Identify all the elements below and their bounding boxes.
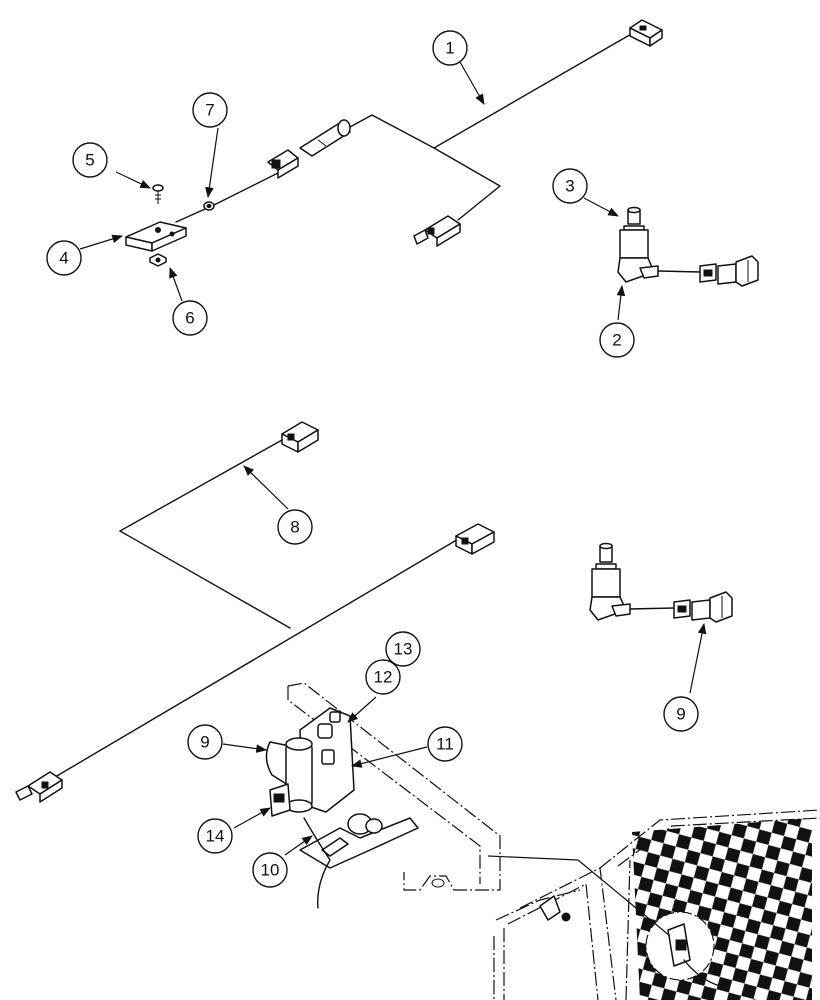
inline-connector-small <box>267 149 299 179</box>
solenoid-valve-assembly <box>265 707 419 909</box>
harness-connector-top <box>629 19 663 47</box>
callout-9-left: 9 <box>187 724 223 760</box>
svg-text:7: 7 <box>205 101 214 120</box>
svg-text:9: 9 <box>676 705 685 724</box>
callout-10: 10 <box>252 852 288 888</box>
washer <box>203 201 215 211</box>
svg-text:1: 1 <box>445 39 454 58</box>
screw <box>152 184 164 204</box>
nut <box>149 253 167 267</box>
svg-text:6: 6 <box>185 309 194 328</box>
switch-right-connector-b <box>691 591 733 623</box>
svg-text:11: 11 <box>436 735 454 754</box>
inline-connector-cylinder <box>299 119 351 157</box>
svg-text:14: 14 <box>206 827 225 846</box>
callout-9-right: 9 <box>663 696 699 732</box>
callout-1: 1 <box>432 30 468 66</box>
svg-text:4: 4 <box>59 249 68 268</box>
callout-2: 2 <box>599 322 635 358</box>
callout-6: 6 <box>172 300 208 336</box>
callout-11: 11 <box>427 726 463 762</box>
callout-14: 14 <box>197 818 233 854</box>
sensor-block <box>125 221 187 252</box>
callout-7: 7 <box>192 92 228 128</box>
svg-text:9: 9 <box>200 733 209 752</box>
machine-rear-grille <box>487 809 820 1000</box>
callout-12: 12 <box>365 659 401 695</box>
svg-text:5: 5 <box>85 151 94 170</box>
svg-text:8: 8 <box>290 518 299 537</box>
callout-13: 13 <box>385 631 421 667</box>
switch-connector-b <box>717 255 759 287</box>
callout-8: 8 <box>277 509 313 545</box>
wire-harness-lower <box>15 421 495 803</box>
lower-harness-connector-right <box>455 523 495 555</box>
svg-text:3: 3 <box>565 177 574 196</box>
svg-text:13: 13 <box>394 640 413 659</box>
lower-harness-connector-left <box>15 771 63 803</box>
wire-harness-upper <box>175 19 663 247</box>
switch-right-connector-a <box>673 599 691 619</box>
svg-text:2: 2 <box>612 331 621 350</box>
harness-connector-lower <box>413 215 461 247</box>
callout-3: 3 <box>552 168 588 204</box>
leader-lines <box>79 61 707 856</box>
switch-assembly-upper <box>617 206 759 287</box>
svg-text:10: 10 <box>261 861 280 880</box>
callout-4: 4 <box>46 240 82 276</box>
mounting-bracket-phantom <box>287 682 501 891</box>
switch-connector-a <box>699 263 717 283</box>
lower-harness-connector-top <box>281 421 319 453</box>
switch-assembly-right <box>589 542 733 623</box>
svg-text:12: 12 <box>374 668 393 687</box>
callout-5: 5 <box>72 142 108 178</box>
